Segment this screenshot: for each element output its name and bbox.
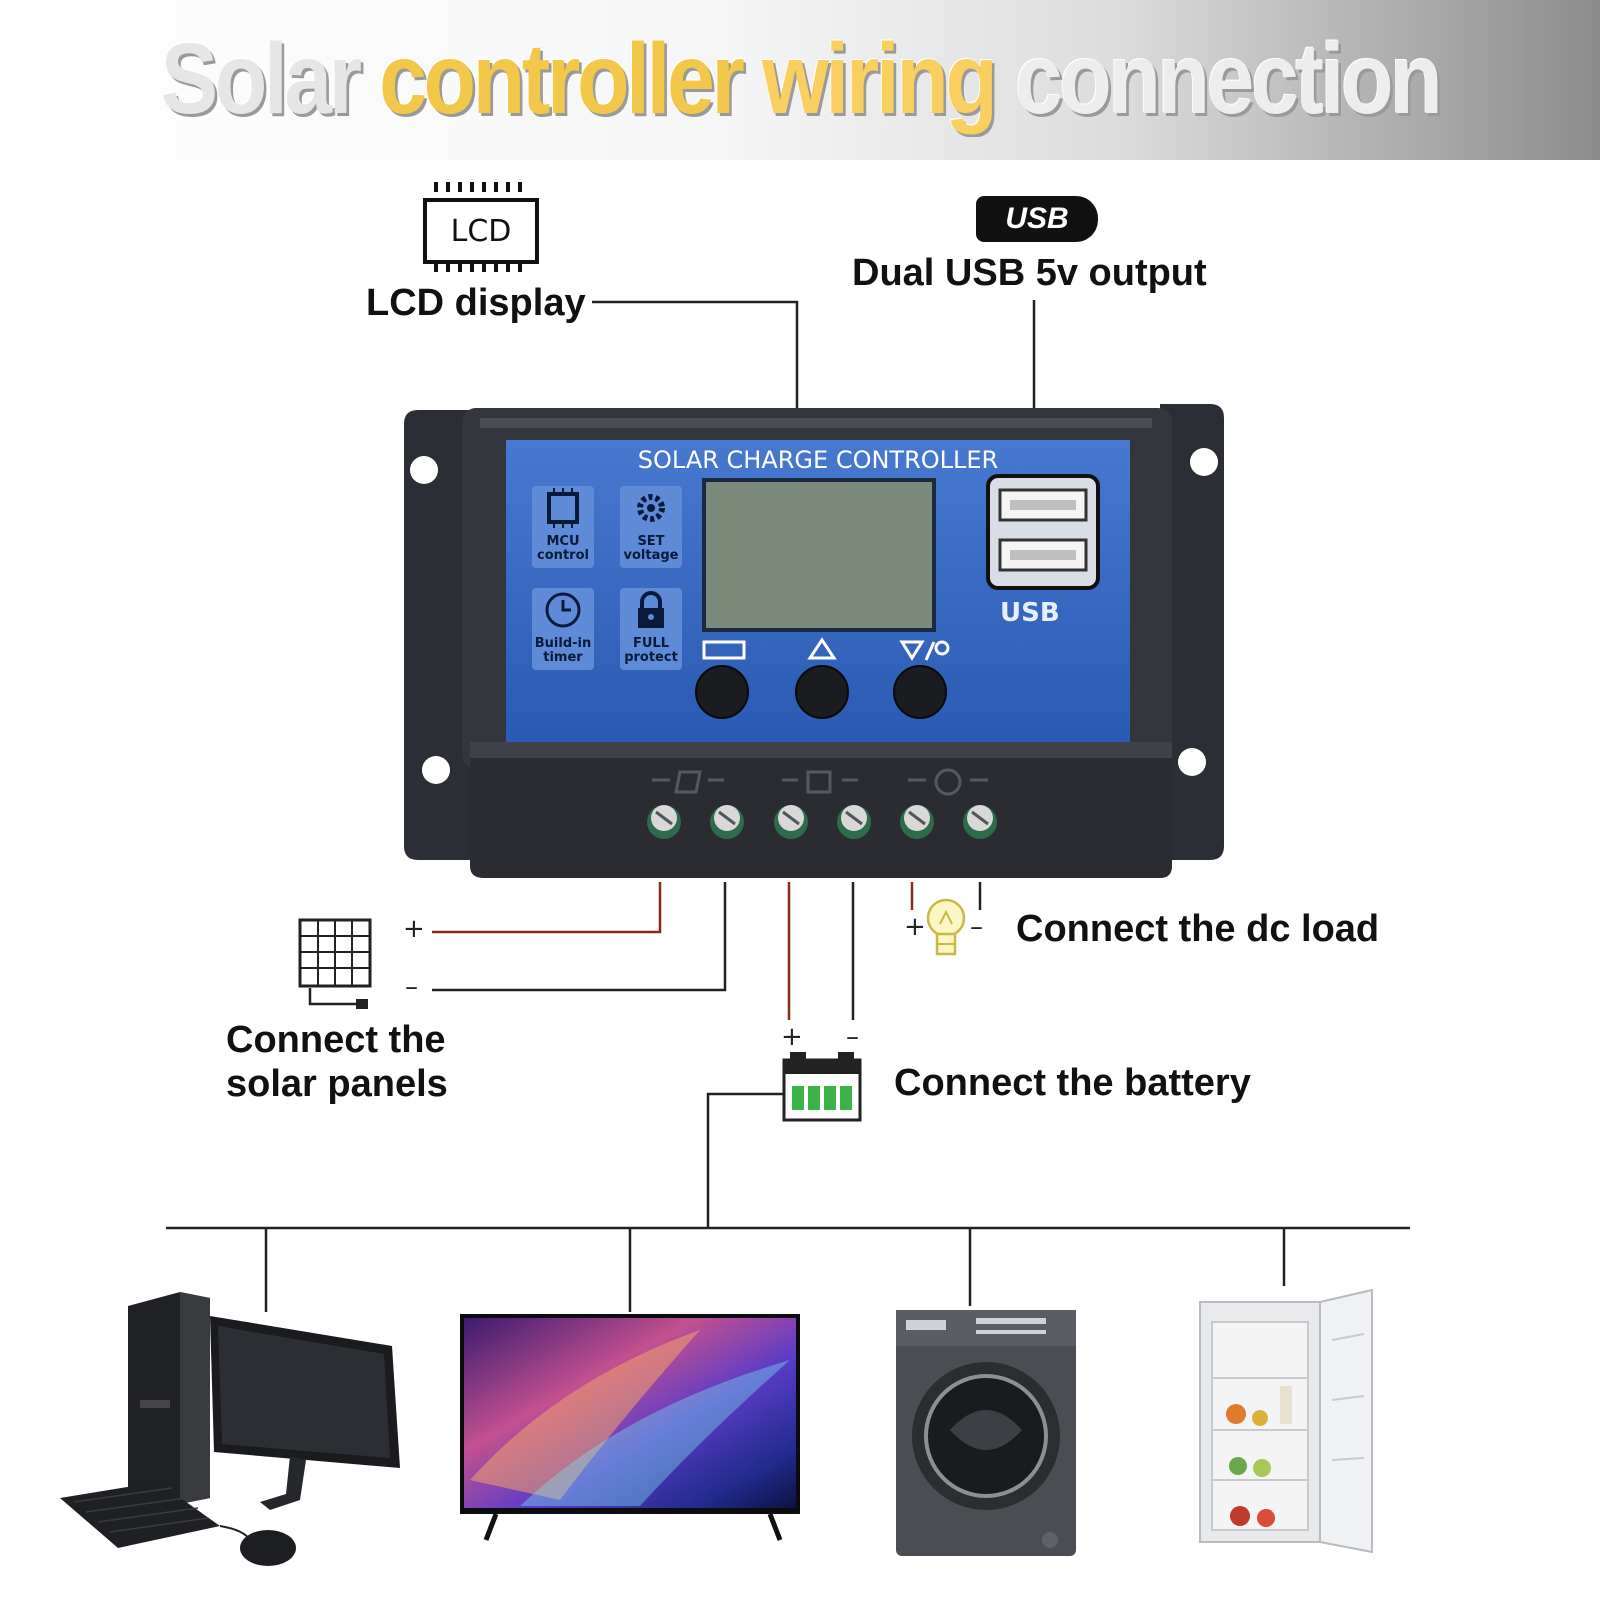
title-word-4: connection (1014, 23, 1443, 135)
mount-hole (422, 756, 450, 784)
load-wires (910, 882, 982, 910)
battery-label: Connect the battery (894, 1062, 1251, 1104)
mount-hole (1178, 748, 1206, 776)
solar-plus-sign: + (403, 914, 425, 944)
load-plus-sign: + (904, 912, 926, 942)
battery-minus-sign: – (846, 1022, 859, 1052)
washing-machine-icon (896, 1310, 1076, 1556)
lcd-icon: LCD (423, 198, 539, 264)
page-title: Solar controller wiring connection (112, 22, 1488, 137)
up-button (795, 665, 849, 719)
title-word-2: controller (379, 23, 745, 135)
dc-load-label: Connect the dc load (1016, 908, 1380, 950)
menu-button (695, 665, 749, 719)
lcd-icon-pins (434, 182, 522, 272)
title-word-3: wiring (761, 23, 998, 135)
lcd-callout-line (592, 300, 799, 410)
mount-hole (410, 456, 438, 484)
television-icon (460, 1314, 800, 1541)
solar-label-line-2: solar panels (226, 1063, 448, 1105)
title-banner (0, 0, 1600, 160)
lightbulb-icon (926, 898, 966, 956)
controller-name: SOLAR CHARGE CONTROLLER (637, 446, 999, 474)
solar-minus-sign: – (405, 972, 418, 1002)
solar-positive-wire (432, 882, 662, 934)
distribution-bus (166, 1092, 1410, 1312)
solar-wires (432, 882, 727, 992)
lcd-display-label: LCD display (366, 282, 586, 324)
battery-plus-sign: + (781, 1022, 803, 1052)
usb-front-label: USB (1000, 598, 1060, 628)
chip-icon (547, 488, 579, 528)
solar-label-line-1: Connect the (226, 1019, 446, 1061)
usb-icon-text: USB (1005, 202, 1069, 235)
battery-icon (782, 1052, 862, 1122)
usb-front-text: USB (1000, 598, 1060, 628)
terminal-screws (647, 805, 997, 839)
title-word-1: Solar (160, 23, 362, 135)
usb-icon: USB (976, 196, 1098, 242)
desktop-computer-icon (60, 1292, 400, 1566)
solar-negative-wire (432, 882, 727, 992)
gear-icon (637, 494, 665, 522)
callout-lines (592, 300, 1036, 410)
refrigerator-icon (1199, 1288, 1373, 1554)
load-minus-sign: – (970, 912, 983, 942)
solar-panels-label: Connect the solar panels (226, 1018, 448, 1106)
clock-icon (545, 592, 581, 628)
lcd-icon-text: LCD (450, 213, 512, 249)
battery-wires (787, 882, 855, 1020)
dual-usb-label: Dual USB 5v output (852, 252, 1207, 294)
controller-housing (404, 404, 1224, 878)
mount-hole (1190, 448, 1218, 476)
down-button (893, 665, 947, 719)
lcd-screen (702, 478, 936, 632)
lock-icon (638, 591, 664, 628)
solar-panel-icon (298, 918, 372, 1009)
